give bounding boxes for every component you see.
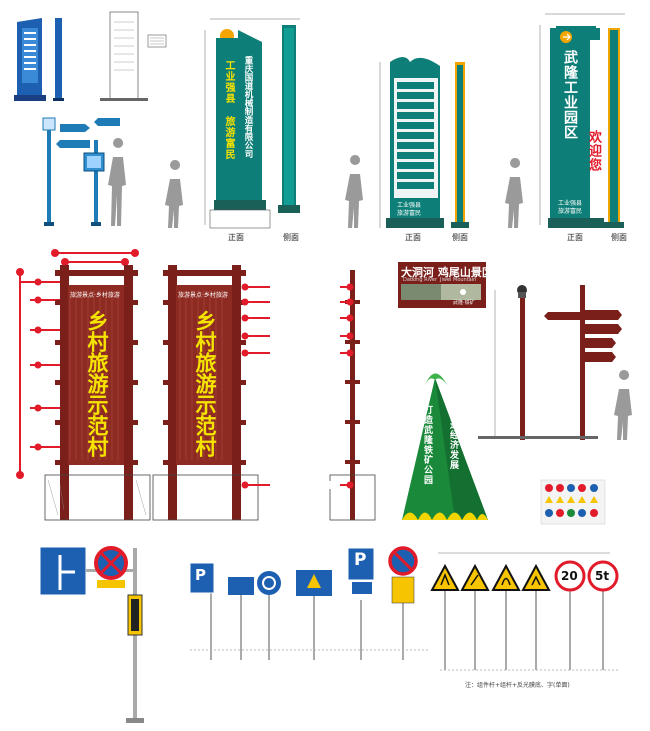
view-front-2: 正面 xyxy=(405,233,421,242)
parking-sign-1: P xyxy=(195,566,206,584)
company-left-text: 工业强县 旅游富民 xyxy=(223,60,234,160)
scenic-sub-left: Dadong River xyxy=(403,277,438,283)
industrial-park-bottom-right: 旅游富民 xyxy=(558,208,583,215)
scenic-title: 大洞河 鸡尾山景区 xyxy=(401,266,493,279)
view-front-1: 正面 xyxy=(228,233,244,242)
village-header-right: 旅游景点·乡村旅游 xyxy=(178,292,228,299)
industrial-park-main: 武隆工业园区 xyxy=(562,50,578,140)
weight-limit-value: 5t xyxy=(595,569,610,583)
triangle-text-2: 促进经济发展 xyxy=(448,410,458,470)
view-side-3: 侧面 xyxy=(611,233,627,242)
scenic-arrow-label: 武隆·铁矿 xyxy=(453,300,475,306)
village-header-left: 旅游景点·乡村旅游 xyxy=(70,292,120,299)
view-side-1: 侧面 xyxy=(283,233,299,242)
parking-sign-2: P xyxy=(354,550,367,570)
bottom-note: 注：组件杆+组杆+反光膜底、字(单面) xyxy=(465,682,570,689)
scenic-sub-right: Jiwei Mountain xyxy=(440,277,477,283)
view-side-2: 侧面 xyxy=(452,233,468,242)
directory-bottom-left: 工业强县 xyxy=(397,202,422,209)
village-main-right: 乡村旅游示范村 xyxy=(193,310,217,457)
industrial-park-bottom-left: 工业强县 xyxy=(558,200,583,207)
view-front-3: 正面 xyxy=(567,233,583,242)
speed-limit-value: 20 xyxy=(561,569,578,583)
company-right-text: 重庆国道机械制造有限公司 xyxy=(243,56,253,158)
village-main-left: 乡村旅游示范村 xyxy=(85,310,109,457)
industrial-park-welcome: 欢迎您 xyxy=(586,130,601,172)
triangle-text-1: 打造武隆铁矿公园 xyxy=(422,405,432,485)
directory-bottom-right: 旅游富民 xyxy=(397,210,422,217)
